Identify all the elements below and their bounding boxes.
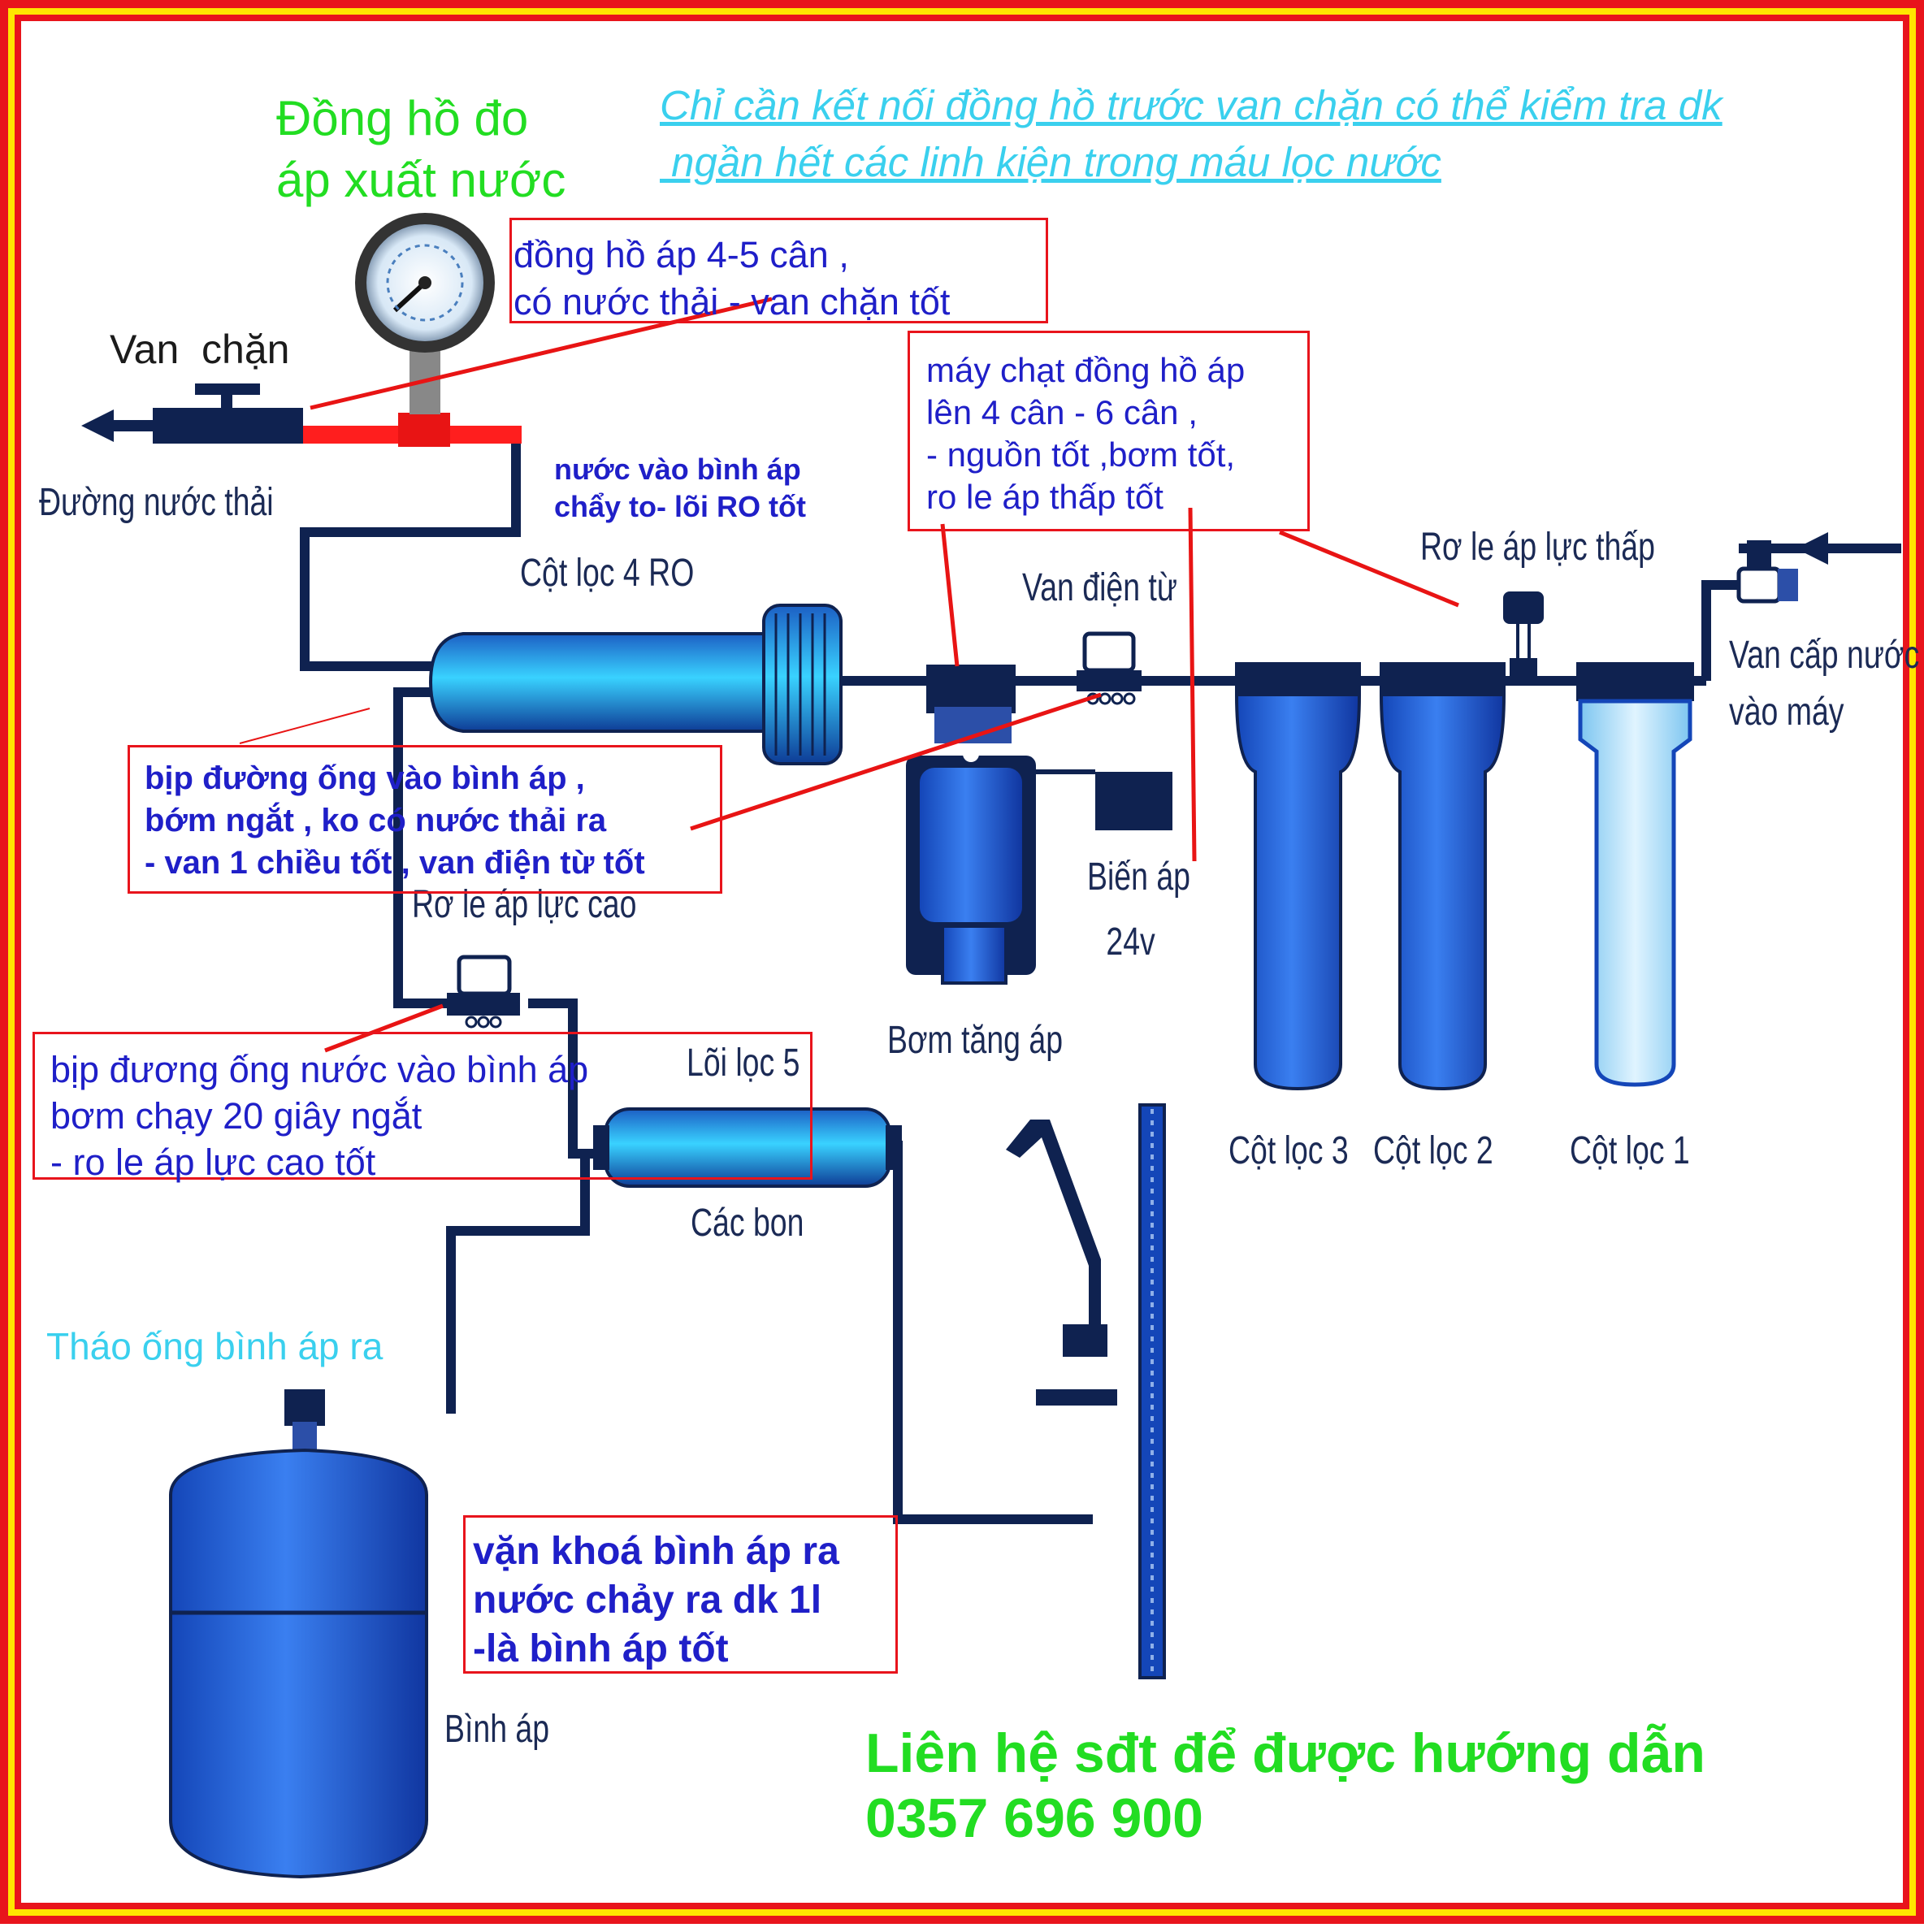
note-pipe-line-3: - van 1 chiều tốt , van điện từ tốt [145, 845, 645, 881]
note-tank: vặn khoá bình áp ra nước chảy ra dk 1l -… [473, 1527, 839, 1674]
label-bien-ap: Biến áp 24v [1087, 845, 1190, 975]
label-bien-ap-line-1: Biến áp [1087, 856, 1190, 899]
pressure-gauge-icon [355, 213, 495, 447]
contact-phone: 0357 696 900 [865, 1787, 1203, 1849]
note-pump-line-4: ro le áp thấp tốt [926, 478, 1164, 516]
gauge-title: Đồng hồ đo áp xuất nước [276, 88, 566, 211]
note-tank-inflow-line-1: nước vào bình áp [554, 453, 801, 486]
note-pipe-line-2: bớm ngắt , ko có nước thải ra [145, 803, 607, 838]
label-cot-loc-2: Cột lọc 2 [1373, 1129, 1493, 1172]
pressure-tank-icon [169, 1389, 428, 1879]
label-van-cap-nuoc-line-2: vào máy [1729, 691, 1844, 734]
label-cot-loc-1: Cột lọc 1 [1570, 1129, 1690, 1172]
gauge-title-line-2: áp xuất nước [276, 153, 566, 207]
note-tank-line-3: -là bình áp tốt [473, 1627, 729, 1670]
contact-line-1: Liên hệ sđt để được hướng dẫn [865, 1722, 1705, 1784]
label-loi-loc-5: Lõi lọc 5 [687, 1042, 800, 1085]
label-van-cap-nuoc-line-1: Van cấp nước [1729, 634, 1920, 677]
pointer-lines [239, 297, 1459, 1053]
note-remove-pipe: Tháo ống bình áp ra [46, 1325, 384, 1367]
note-pump-line-3: - nguồn tốt ,bơm tốt, [926, 435, 1236, 474]
note-gauge-line-1: đồng hồ áp 4-5 cân , [514, 234, 849, 275]
filter-column-1 [1576, 662, 1694, 1087]
ro-filter-4 [428, 604, 843, 765]
filter-column-3 [1234, 662, 1362, 1091]
sink-edge [1138, 1103, 1166, 1679]
note-high-relay-line-1: bịp đương ống nước vào bình áp [50, 1049, 589, 1090]
note-tank-inflow: nước vào bình áp chẩy to- lõi RO tốt [554, 451, 806, 526]
note-pipe-box [128, 745, 722, 894]
note-pipe: bịp đường ống vào bình áp , bớm ngắt , k… [145, 757, 645, 884]
note-high-relay-box [32, 1032, 812, 1180]
note-high-relay-line-3: - ro le áp lực cao tốt [50, 1141, 376, 1183]
note-high-relay: bịp đương ống nước vào bình áp bơm chạy … [50, 1046, 588, 1185]
transformer-icon [1095, 772, 1172, 830]
water-filter-schematic [81, 213, 1901, 1879]
label-bien-ap-line-2: 24v [1106, 921, 1155, 964]
label-cac-bon: Các bon [691, 1202, 804, 1245]
low-pressure-relay-icon [1503, 591, 1544, 682]
label-ro-le-ap-luc-thap: Rơ le áp lực thấp [1420, 526, 1655, 569]
faucet-icon [1006, 1120, 1117, 1406]
note-pipe-line-1: bịp đường ống vào bình áp , [145, 760, 585, 796]
note-pump-line-2: lên 4 cân - 6 cân , [926, 393, 1198, 431]
high-pressure-relay-icon [447, 955, 520, 1029]
note-tank-line-2: nước chảy ra dk 1l [473, 1579, 822, 1622]
label-bom-tang-ap: Bơm tăng áp [887, 1019, 1064, 1062]
note-pump-box [908, 331, 1310, 531]
contact-info: Liên hệ sđt để được hướng dẫn 0357 696 9… [865, 1721, 1705, 1851]
note-tank-line-1: vặn khoá bình áp ra [473, 1530, 839, 1573]
label-cot-loc-4: Cột lọc 4 RO [520, 552, 695, 595]
label-van-chan: Van chặn [110, 327, 290, 372]
gauge-title-line-1: Đồng hồ đo [276, 91, 529, 145]
label-binh-ap: Bình áp [444, 1708, 550, 1751]
inlet-valve-icon [1736, 532, 1828, 604]
note-gauge: đồng hồ áp 4-5 cân , có nước thải - van … [514, 232, 950, 326]
solenoid-valve-icon [1077, 631, 1142, 705]
waste-valve-icon [81, 383, 303, 444]
header-note-line-2: ngần hết các linh kiện trong máu lọc nướ… [660, 139, 1441, 185]
label-van-cap-nuoc: Van cấp nước vào máy [1729, 627, 1919, 741]
note-gauge-line-2: có nước thải - van chặn tốt [514, 281, 951, 323]
note-high-relay-line-2: bơm chạy 20 giây ngắt [50, 1095, 422, 1137]
label-cot-loc-3: Cột lọc 3 [1228, 1129, 1349, 1172]
note-pump: máy chạt đồng hồ áp lên 4 cân - 6 cân , … [926, 349, 1245, 518]
label-duong-nuoc-thai: Đường nước thải [39, 481, 274, 524]
header-note-line-1: Chỉ cần kết nối đồng hồ trước van chặn c… [660, 82, 1722, 128]
label-van-dien-tu: Van điện từ [1022, 566, 1177, 609]
booster-pump-icon [906, 665, 1036, 985]
header-note: Chỉ cần kết nối đồng hồ trước van chặn c… [660, 77, 1722, 191]
note-gauge-box [509, 218, 1048, 323]
note-tank-box [463, 1515, 898, 1674]
filter-column-2 [1379, 662, 1506, 1091]
label-ro-le-ap-luc-cao: Rơ le áp lực cao [412, 883, 637, 926]
note-tank-inflow-line-2: chẩy to- lõi RO tốt [554, 490, 806, 523]
note-pump-line-1: máy chạt đồng hồ áp [926, 351, 1246, 389]
carbon-filter-5 [593, 1107, 902, 1188]
